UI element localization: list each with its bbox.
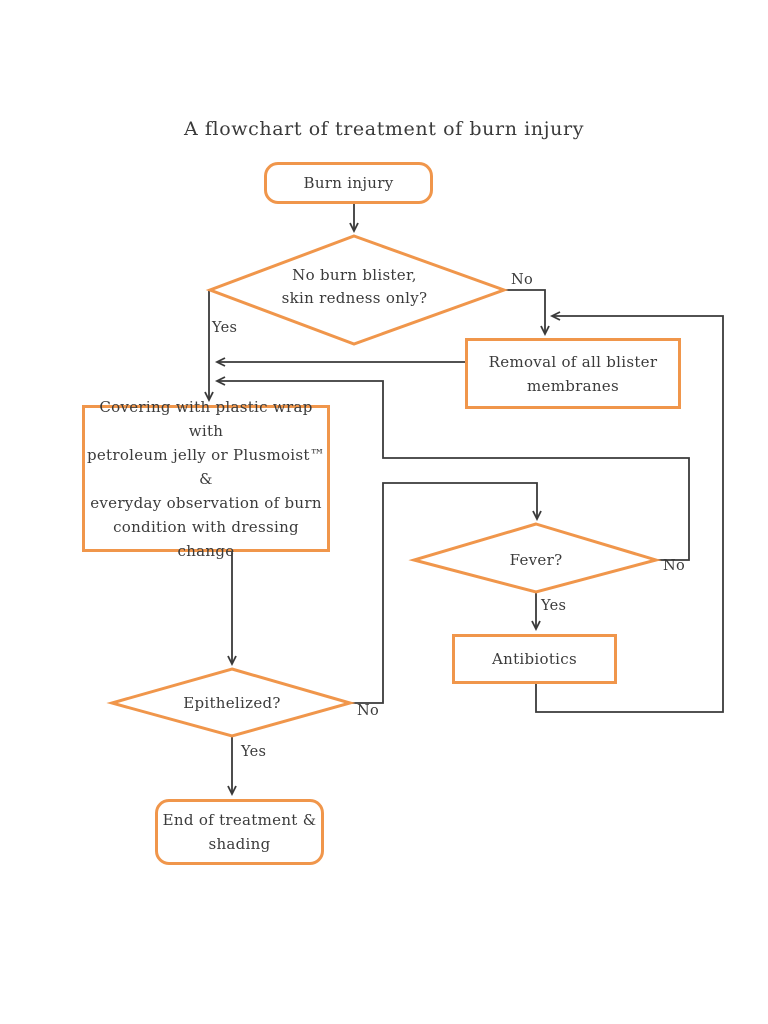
decision-epithelized-label: Epithelized? (183, 694, 281, 712)
decision-epithelized-diamond (106, 667, 356, 738)
node-antibiotics: Antibiotics (452, 634, 617, 684)
edge-label-epithelized-no: No (357, 703, 380, 719)
node-burn-injury: Burn injury (264, 162, 433, 204)
edge-label-fever-yes: Yes (541, 598, 567, 614)
edge-epithelized-no-to-fever-decision (351, 482, 542, 704)
edge-fever-no-return-to-yes-path (214, 376, 690, 561)
node-end-line1: End of treatment & (162, 811, 317, 829)
decision-fever-label: Fever? (509, 551, 563, 569)
edge-antibiotics-loop-to-removal-path (535, 311, 724, 713)
edge-label-blister-no: No (511, 272, 534, 288)
edge-label-fever-no: No (663, 558, 686, 574)
decision-blister-line2: skin redness only? (281, 289, 428, 307)
node-end-line2: shading (208, 835, 271, 853)
node-removal-line1: Removal of all blister (488, 352, 658, 371)
node-burn-injury-label: Burn injury (303, 174, 394, 192)
decision-fever-diamond (408, 522, 662, 594)
decision-blister-line1: No burn blister, (292, 266, 417, 284)
node-covering-line4: everyday observation of burn (90, 493, 322, 512)
diagram-title: A flowchart of treatment of burn injury (183, 118, 585, 140)
node-antibiotics-label: Antibiotics (492, 650, 577, 668)
node-covering-line3: & (199, 469, 213, 488)
node-covering-line1: Covering with plastic wrap with (99, 397, 313, 440)
node-removal-line2: membranes (527, 376, 619, 395)
node-removal: Removal of all blister membranes (465, 338, 681, 409)
edge-blister-no-to-removal (505, 289, 550, 337)
node-covering: Covering with plastic wrap with petroleu… (82, 398, 330, 560)
node-covering-line5: condition with dressing change (113, 517, 299, 560)
node-covering-line2: petroleum jelly or Plusmoist™ (86, 445, 326, 464)
edge-label-blister-yes: Yes (212, 320, 238, 336)
node-end-of-treatment: End of treatment & shading (155, 799, 324, 865)
edge-label-epithelized-yes: Yes (241, 744, 267, 760)
decision-blister-diamond (205, 234, 509, 346)
decision-blister-label: No burn blister, skin redness only? (237, 264, 472, 310)
